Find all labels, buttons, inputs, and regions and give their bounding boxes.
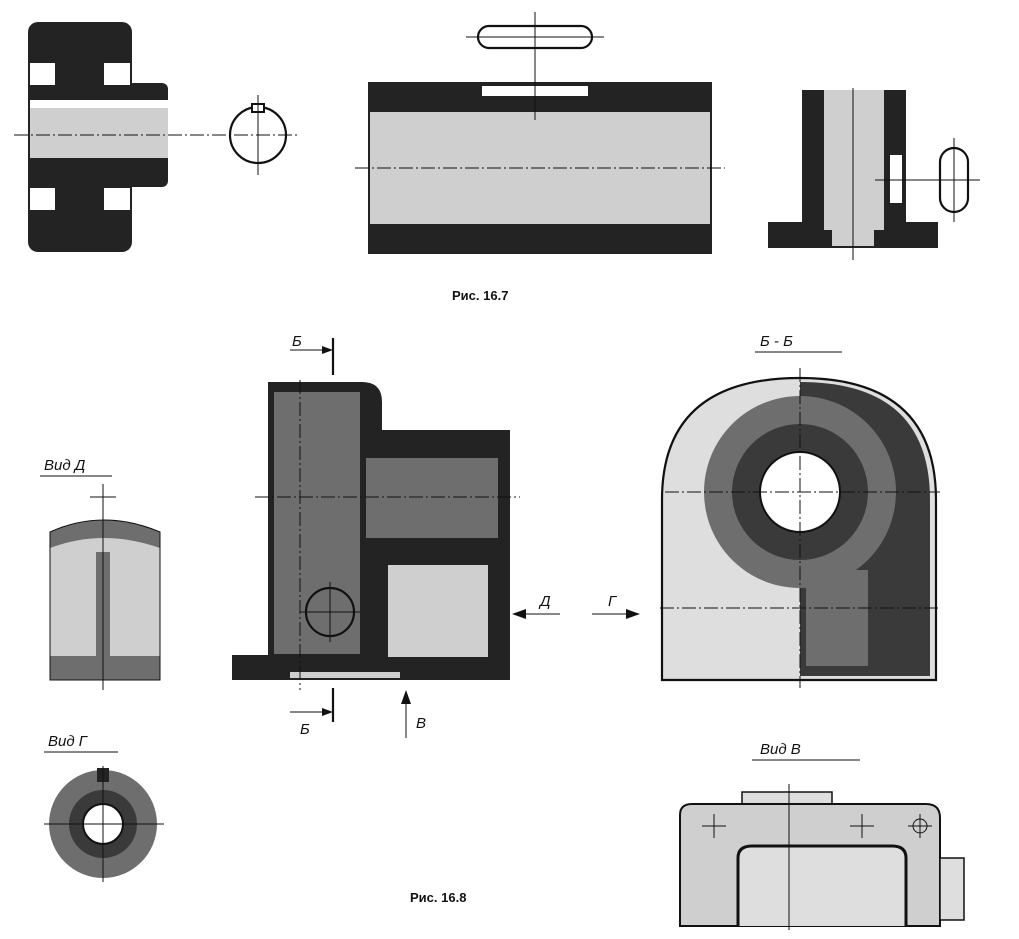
arrow-v-label: В — [416, 715, 426, 732]
fig-16-8-main-section — [232, 380, 520, 690]
cut-label-bottom: Б — [300, 721, 310, 738]
fig-16-7-shaft-section — [355, 12, 725, 254]
view-g-title: Вид Г — [48, 733, 89, 750]
fig-16-7-flange-section — [768, 88, 980, 260]
view-d — [49, 484, 161, 690]
cut-label-top: Б — [292, 333, 302, 350]
fig-16-7-keyway-circle — [228, 95, 288, 175]
fig-16-8-caption: Рис. 16.8 — [410, 890, 466, 905]
fig-16-7-caption: Рис. 16.7 — [452, 288, 508, 303]
arrow-g-label: Г — [608, 593, 618, 610]
view-v-title: Вид В — [760, 741, 801, 758]
section-bb-title: Б - Б — [760, 333, 793, 350]
view-v — [679, 784, 965, 930]
view-d-title: Вид Д — [44, 457, 86, 474]
view-arrow-v: В — [401, 690, 426, 738]
cut-plane-b-top: Б — [290, 333, 335, 375]
view-g — [44, 766, 164, 882]
view-arrow-g: Г — [592, 593, 640, 619]
cut-plane-b-bottom: Б — [290, 688, 335, 738]
section-bb-view — [660, 368, 940, 688]
arrow-d-label: Д — [538, 593, 551, 610]
fig-16-7-hub-section — [14, 22, 300, 252]
view-arrow-d: Д — [512, 593, 560, 619]
